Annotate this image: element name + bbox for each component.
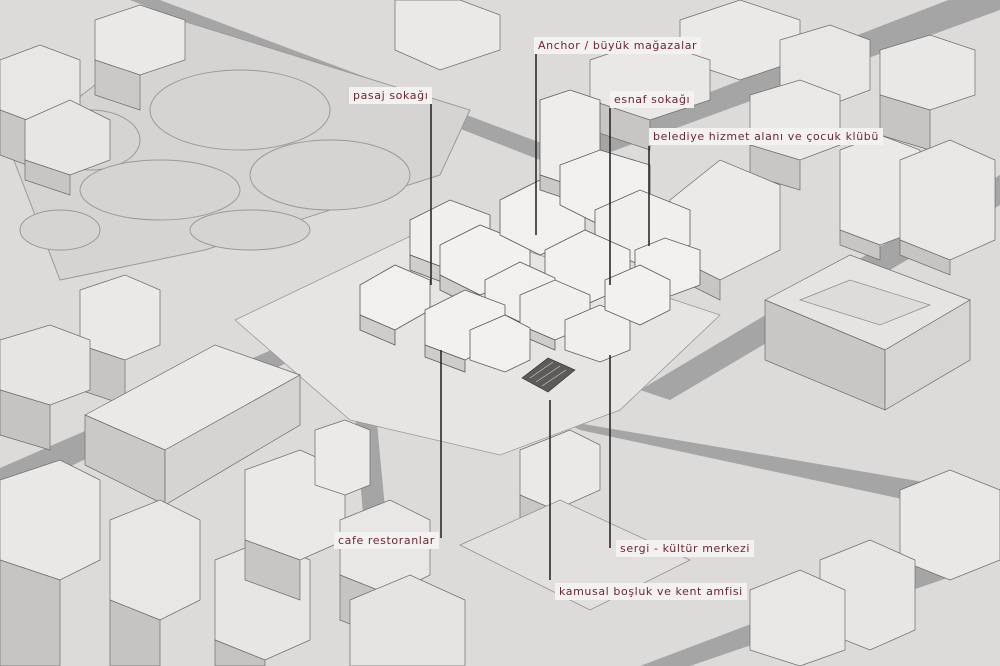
label-belediye: belediye hizmet alanı ve çocuk klübü [649, 128, 883, 145]
leader-lines [430, 54, 650, 580]
label-pasaj: pasaj sokağı [349, 87, 433, 104]
label-sergi: sergi - kültür merkezi [616, 540, 754, 557]
label-cafe: cafe restoranlar [334, 532, 439, 549]
label-kamusal: kamusal boşluk ve kent amfisi [555, 583, 747, 600]
label-anchor: Anchor / büyük mağazalar [534, 37, 702, 54]
road-top-right [540, 0, 1000, 165]
amphitheater [521, 357, 576, 393]
project-buildings [359, 89, 701, 373]
label-esnaf: esnaf sokağı [610, 91, 695, 108]
road-right-lower [560, 420, 1000, 520]
